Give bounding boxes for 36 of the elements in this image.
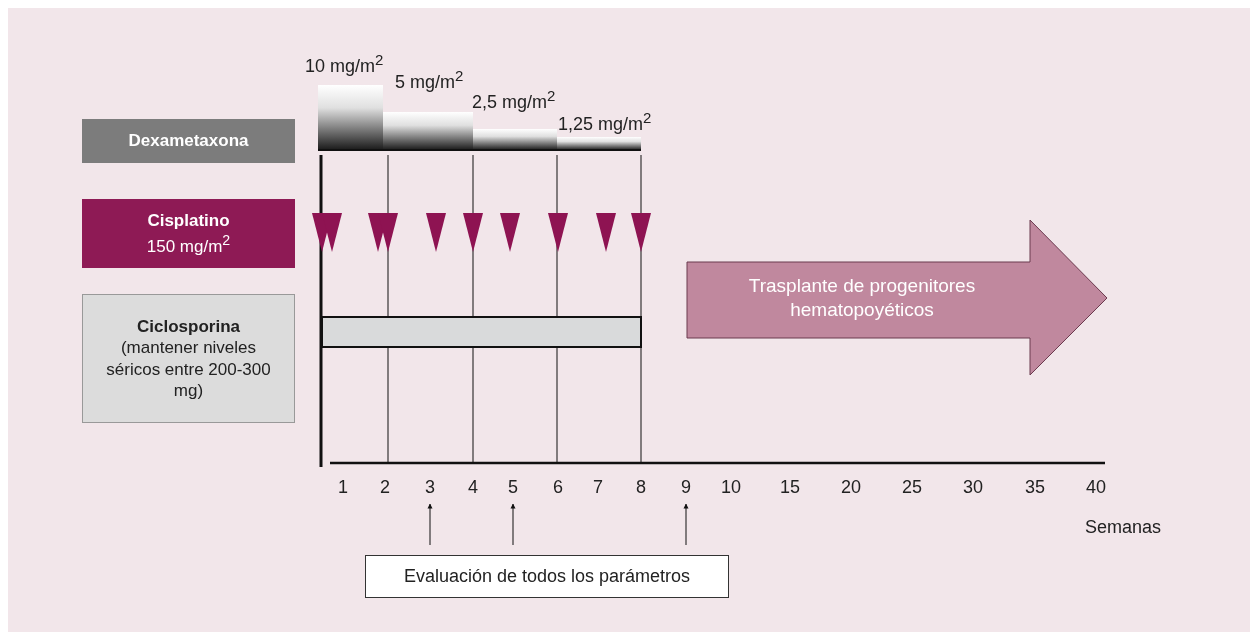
tick-label: 4 xyxy=(468,478,478,496)
node-text: 150 mg/m$^{2}$ xyxy=(146,231,231,257)
drug-box xyxy=(82,199,295,268)
arrow xyxy=(683,503,689,546)
tick-label: 9 xyxy=(681,475,691,499)
arrow xyxy=(427,503,433,546)
tick-label: 25 xyxy=(902,478,922,496)
node-title: Ciclosporina xyxy=(137,316,240,338)
tick-label: 40 xyxy=(1086,478,1106,496)
node-title: Dexametaxona xyxy=(128,130,249,152)
node-title: Trasplante de progenitores hematopoyéticos xyxy=(747,273,977,322)
drug-box xyxy=(82,294,295,423)
tick-label: 20 xyxy=(841,478,861,496)
dose-label: 1,25 mg/m$^{2}$ xyxy=(558,110,652,133)
tick-label: 8 xyxy=(636,478,646,496)
node-title: Evaluación de todos los parámetros xyxy=(403,565,691,588)
tick-label: 2 xyxy=(380,478,390,496)
drug-box xyxy=(82,119,295,163)
transplant-arrow xyxy=(687,220,1107,375)
tick-label: 35 xyxy=(1025,478,1045,496)
dose-label: 2,5 mg/m$^{2}$ xyxy=(472,88,556,111)
node-text: (mantener niveles séricos entre 200-300 mg) xyxy=(105,337,272,401)
tick-label: 6 xyxy=(553,478,563,496)
tick-label: 7 xyxy=(593,478,603,496)
tick-label: 1 xyxy=(338,478,348,496)
note-box xyxy=(365,555,729,598)
arrow xyxy=(510,503,516,546)
tick-label: Semanas xyxy=(1085,518,1162,536)
tick-label: 15 xyxy=(780,478,800,496)
tick-label: 30 xyxy=(963,478,983,496)
dose-label: 10 mg/m$^{2}$ xyxy=(305,52,384,75)
tick-label: 10 xyxy=(721,478,741,496)
node-title: Cisplatino xyxy=(147,210,230,232)
tick-label: 5 xyxy=(508,475,518,499)
tick-label: 3 xyxy=(425,475,435,499)
dose-label: 5 mg/m$^{2}$ xyxy=(395,68,464,91)
